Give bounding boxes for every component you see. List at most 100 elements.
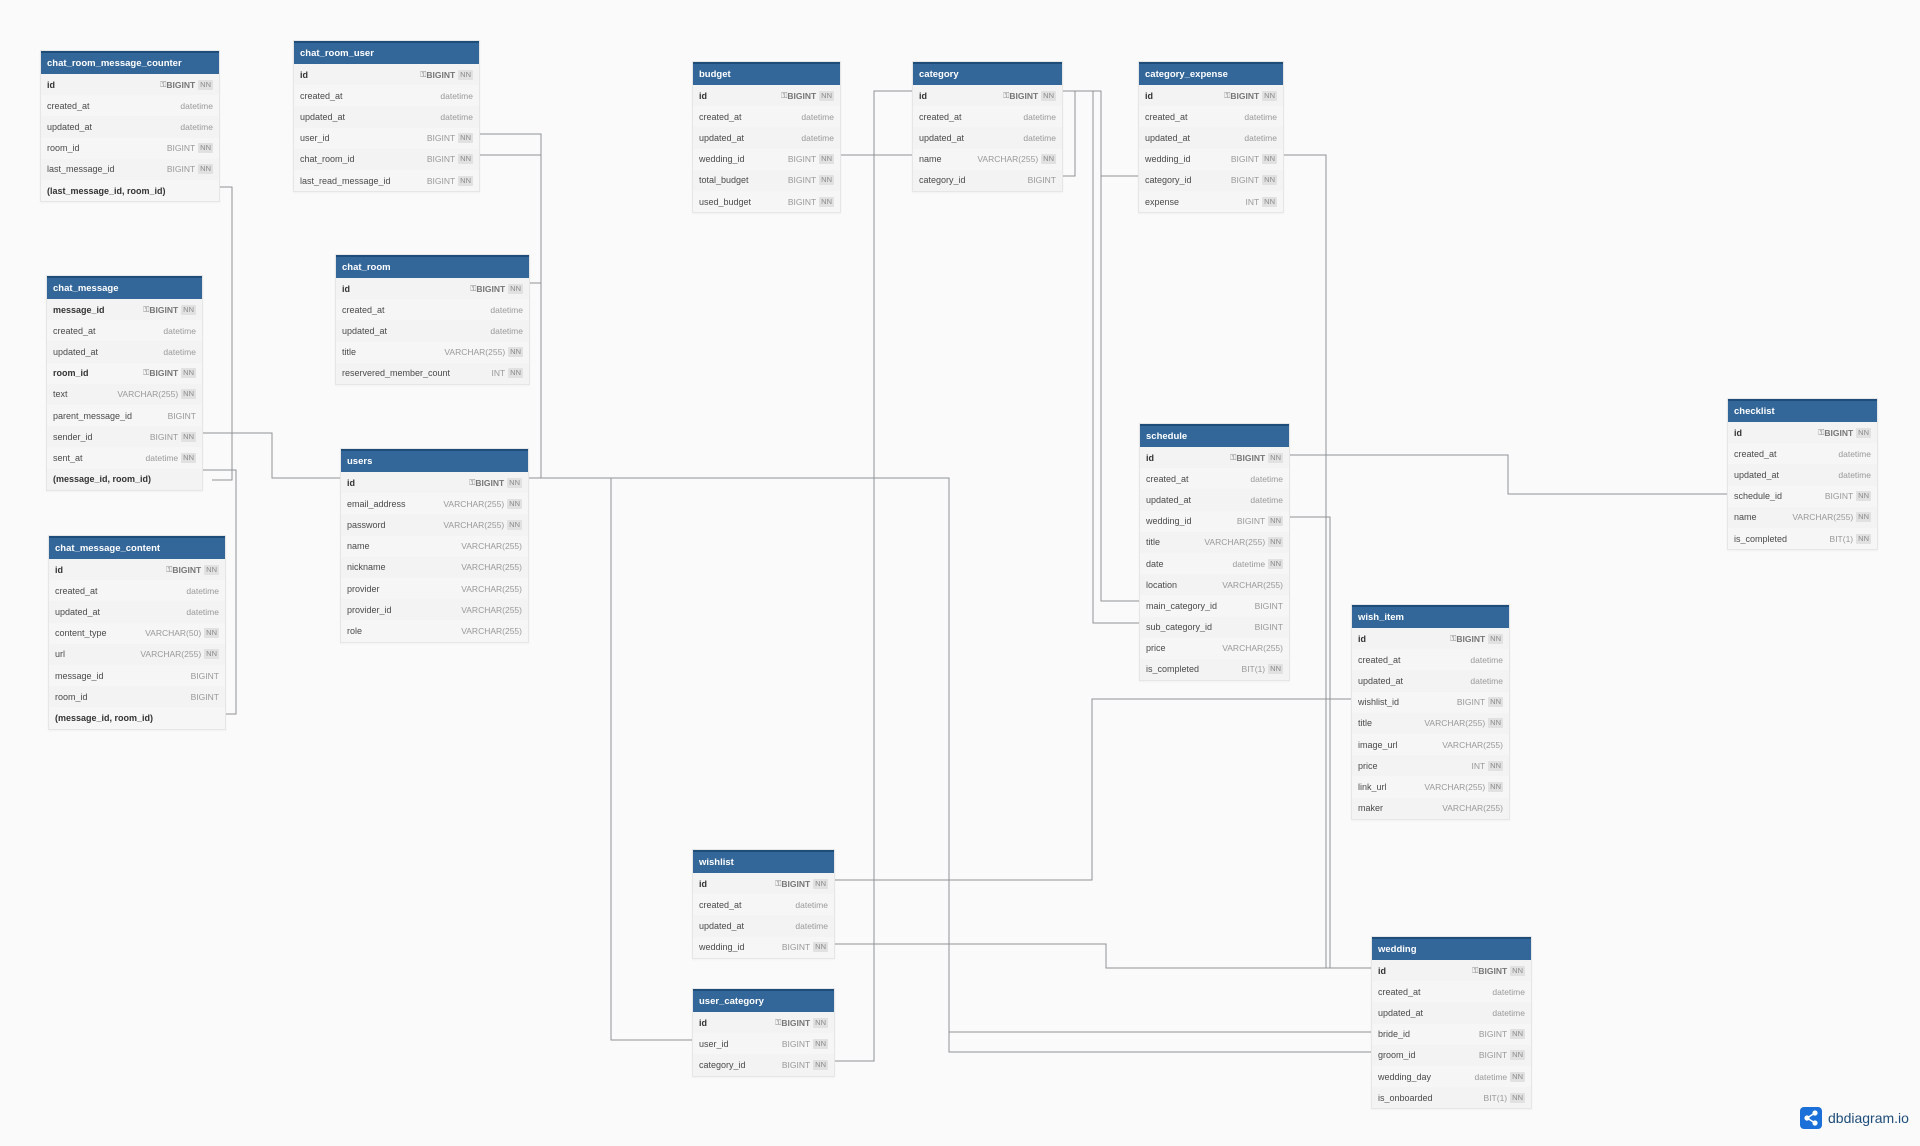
table-header[interactable]: wedding (1372, 937, 1531, 960)
table-header[interactable]: category_expense (1139, 62, 1283, 85)
table-header[interactable]: chat_room (336, 255, 529, 278)
field-row[interactable]: (last_message_id, room_id) (41, 179, 219, 202)
field-row[interactable]: (message_id, room_id) (47, 469, 202, 490)
table-header[interactable]: wish_item (1352, 605, 1509, 628)
table-header[interactable]: chat_room_message_counter (41, 51, 219, 74)
table-header[interactable]: wishlist (693, 850, 834, 873)
table-header[interactable]: chat_room_user (294, 41, 479, 64)
table-header[interactable]: schedule (1140, 424, 1289, 447)
table-header[interactable]: users (341, 449, 528, 472)
table-header[interactable]: chat_message_content (49, 536, 225, 559)
table-header[interactable]: budget (693, 62, 840, 85)
table-header[interactable]: user_category (693, 989, 834, 1012)
field-row[interactable]: (message_id, room_id) (49, 707, 225, 729)
